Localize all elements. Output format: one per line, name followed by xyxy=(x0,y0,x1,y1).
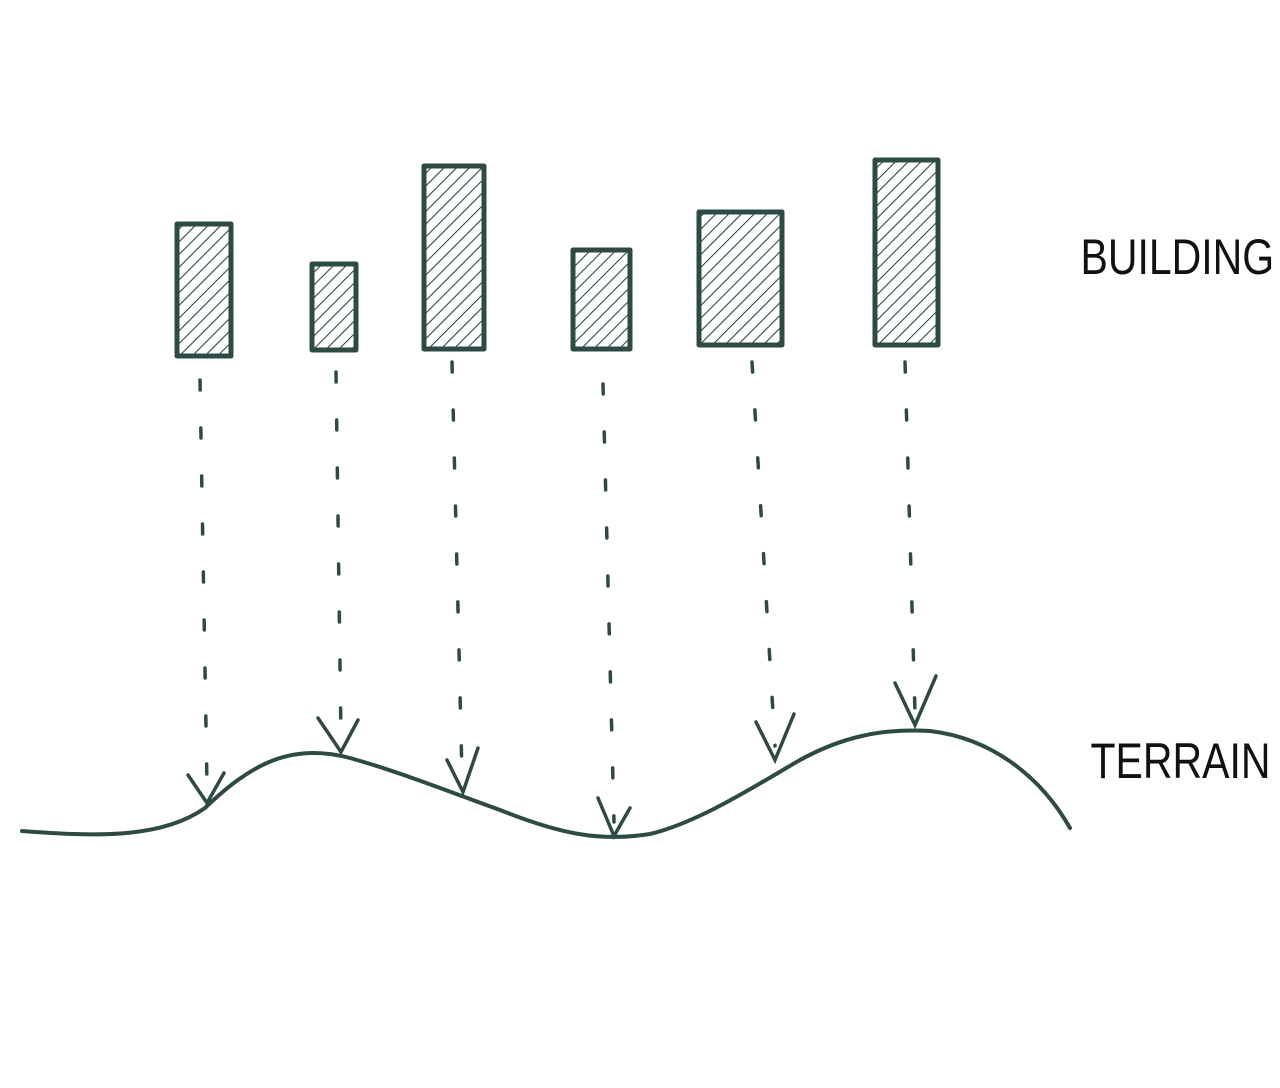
building-2 xyxy=(309,261,359,353)
arrow-3 xyxy=(445,360,480,797)
arrow-1 xyxy=(186,378,226,807)
projection-arrows xyxy=(186,360,938,840)
building-4 xyxy=(570,247,633,352)
building-6 xyxy=(872,157,941,348)
arrow-6 xyxy=(893,360,938,730)
buildings xyxy=(174,157,941,359)
building-label: BUILDING xyxy=(1080,229,1274,285)
terrain-line xyxy=(20,728,1072,839)
arrow-5 xyxy=(750,360,796,765)
building-1 xyxy=(174,221,234,359)
terrain-label: TERRAIN xyxy=(1090,733,1270,789)
arrow-2 xyxy=(316,370,360,756)
arrow-4 xyxy=(596,382,632,840)
building-5 xyxy=(696,209,785,348)
building-3 xyxy=(421,163,487,352)
